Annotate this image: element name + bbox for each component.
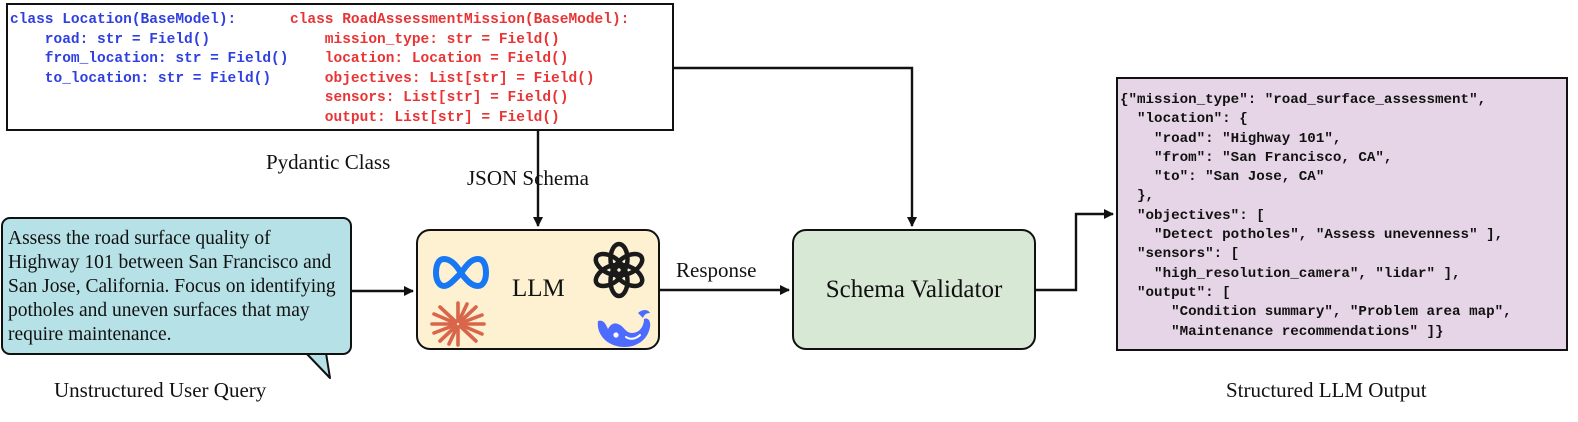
openai-logo-icon xyxy=(593,241,645,299)
output-line: "Maintenance recommendations" ]} xyxy=(1120,323,1444,340)
code-line: sensors: List[str] = Field() xyxy=(290,90,569,106)
location-class-code: class Location(BaseModel): road: str = F… xyxy=(10,11,288,89)
validator-edge-to-output xyxy=(1036,209,1114,292)
code-line: road: str = Field() xyxy=(10,31,211,48)
deepseek-whale-icon xyxy=(597,310,651,347)
schema-edge-to-validator xyxy=(674,66,917,227)
code-line: output: List[str] = Field() xyxy=(290,109,560,126)
output-line: "objectives": [ xyxy=(1120,207,1265,224)
response-label: Response xyxy=(676,258,757,282)
code-line: location: Location = Field() xyxy=(290,51,569,67)
output-line: "to": "San Jose, CA" xyxy=(1120,169,1325,186)
pydantic-code-box: class Location(BaseModel): road: str = F… xyxy=(6,3,674,131)
code-line: class Location(BaseModel): xyxy=(10,12,237,28)
output-caption: Structured LLM Output xyxy=(1226,378,1427,402)
user-query-bubble: Assess the road surface quality of Highw… xyxy=(1,217,352,355)
json-schema-label: JSON Schema xyxy=(467,166,589,190)
code-line: class RoadAssessmentMission(BaseModel): xyxy=(290,12,630,28)
output-line: "sensors": [ xyxy=(1120,246,1240,263)
user-query-text: Assess the road surface quality of Highw… xyxy=(8,228,336,345)
schema-validator-label: Schema Validator xyxy=(825,275,1003,303)
code-line: objectives: List[str] = Field() xyxy=(290,70,595,87)
llm-label: LLM xyxy=(512,275,565,302)
output-line: "high_resolution_camera", "lidar" ], xyxy=(1120,265,1461,282)
code-line: to_location: str = Field() xyxy=(10,70,272,87)
output-line: "location": { xyxy=(1120,111,1248,128)
pydantic-caption: Pydantic Class xyxy=(266,150,391,174)
query-caption: Unstructured User Query xyxy=(54,378,267,402)
output-line: "Detect potholes", "Assess unevenness" ]… xyxy=(1120,227,1504,244)
output-line: }, xyxy=(1120,188,1155,205)
schema-validator-box: Schema Validator xyxy=(792,229,1036,350)
output-line: "road": "Highway 101", xyxy=(1120,130,1342,147)
output-line: "from": "San Francisco, CA", xyxy=(1120,149,1393,166)
output-line: "output": [ xyxy=(1120,284,1231,301)
output-line: "Condition summary", "Problem area map", xyxy=(1120,304,1512,321)
code-line: from_location: str = Field() xyxy=(10,51,289,67)
llm-box: LLM xyxy=(416,229,660,350)
code-line: mission_type: str = Field() xyxy=(290,31,560,48)
mission-class-code: class RoadAssessmentMission(BaseModel): … xyxy=(290,11,629,128)
meta-logo-icon xyxy=(432,255,490,290)
structured-output-box: {"mission_type": "road_surface_assessmen… xyxy=(1116,77,1568,351)
output-line: {"mission_type": "road_surface_assessmen… xyxy=(1120,92,1487,108)
claude-logo-icon xyxy=(430,301,486,347)
